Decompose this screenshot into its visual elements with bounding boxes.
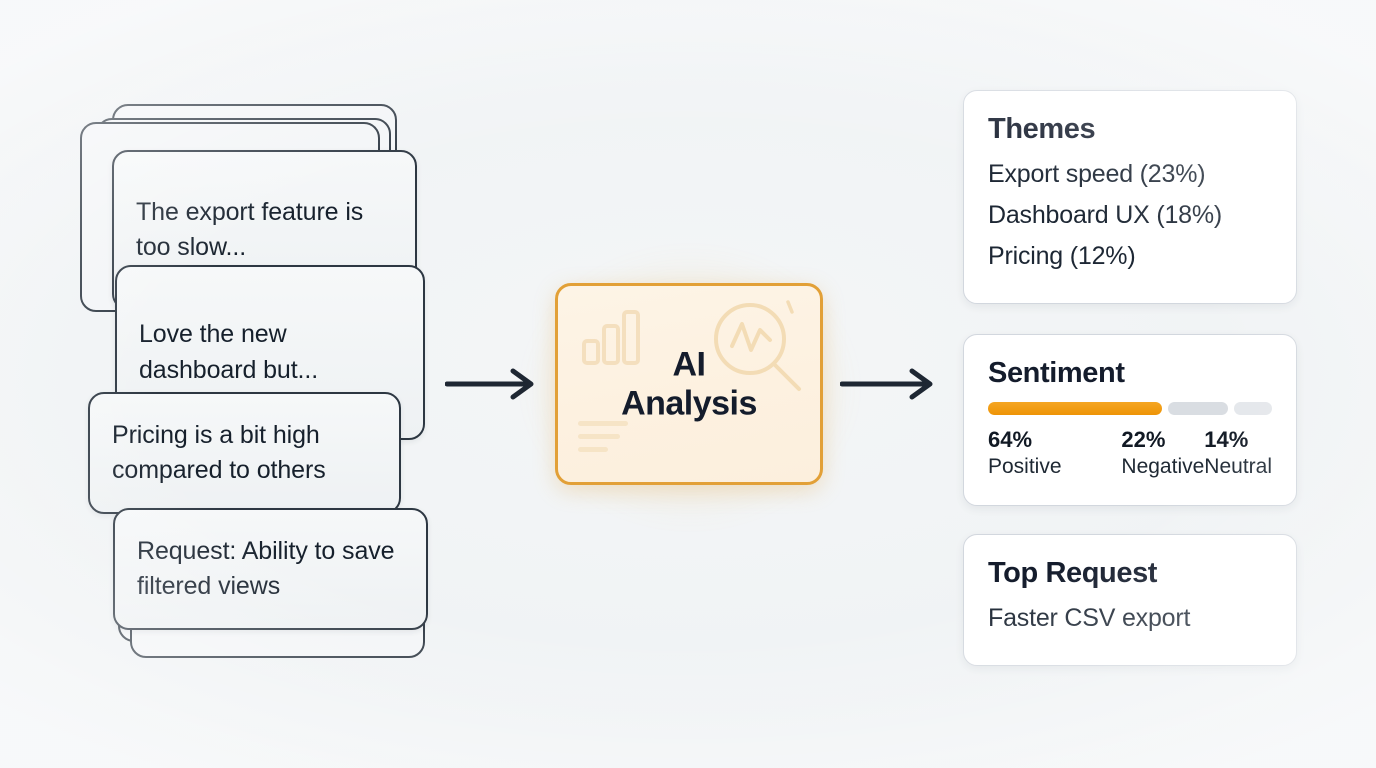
feedback-card-text: Pricing is a bit high compared to others: [112, 420, 326, 485]
sentiment-legend: 64% Positive 22% Negative 14% Neutral: [988, 427, 1272, 481]
sentiment-bar-segment-neutral: [1233, 402, 1272, 415]
feedback-card-text: Love the new dashboard but...: [139, 320, 319, 384]
theme-item: Export speed (23%): [988, 160, 1206, 188]
bar-chart-icon: [582, 309, 642, 370]
text-lines-icon: [578, 419, 636, 462]
sentiment-bar-segment-negative: [1168, 402, 1228, 415]
feedback-card-stack: The export feature is too slow... Love t…: [0, 0, 470, 768]
feedback-card[interactable]: Pricing is a bit high compared to others: [88, 392, 401, 514]
magnifier-chart-icon: [704, 294, 808, 401]
sentiment-label-negative: Negative: [1121, 455, 1205, 479]
sentiment-bar-segment-positive: [988, 402, 1163, 415]
sentiment-value-negative: 22%: [1121, 427, 1166, 452]
feedback-card-text: Request: Ability to save filtered views: [137, 536, 395, 601]
arrow-right-icon: [444, 368, 534, 400]
feedback-card[interactable]: Request: Ability to save filtered views: [113, 508, 428, 630]
arrow-input-to-analysis: [444, 364, 540, 409]
sentiment-label-neutral: Neutral: [1204, 455, 1272, 479]
feedback-card-text: The export feature is too slow...: [136, 197, 364, 262]
panel-sentiment-title: Sentiment: [988, 357, 1125, 389]
ai-analysis-label-line1: AI: [672, 345, 707, 384]
theme-item: Pricing (12%): [988, 242, 1136, 270]
theme-item: Dashboard UX (18%): [988, 201, 1223, 229]
ai-analysis-label-line2: Analysis: [621, 384, 757, 422]
sentiment-value-neutral: 14%: [1204, 427, 1249, 452]
arrow-analysis-to-output: [839, 364, 940, 409]
arrow-right-icon: [839, 368, 933, 400]
sentiment-legend-item-negative: 22% Negative: [1121, 427, 1204, 481]
panel-themes-title: Themes: [988, 113, 1096, 145]
ai-analysis-node[interactable]: AI Analysis: [555, 283, 823, 485]
panel-top-request[interactable]: Top Request Faster CSV export: [963, 534, 1297, 666]
panel-themes[interactable]: Themes Export speed (23%) Dashboard UX (…: [963, 90, 1297, 304]
panel-top-request-value: Faster CSV export: [988, 604, 1191, 632]
panel-sentiment[interactable]: Sentiment 64% Positive 22% Negative 14% …: [963, 334, 1297, 506]
panel-top-request-title: Top Request: [988, 557, 1158, 589]
sentiment-legend-item-positive: 64% Positive: [988, 427, 1121, 481]
sentiment-value-positive: 64%: [988, 427, 1033, 452]
sentiment-bar: [988, 402, 1272, 415]
sentiment-legend-item-neutral: 14% Neutral: [1204, 427, 1272, 481]
ai-analysis-label: AI Analysis: [558, 345, 820, 423]
sentiment-label-positive: Positive: [988, 455, 1062, 479]
